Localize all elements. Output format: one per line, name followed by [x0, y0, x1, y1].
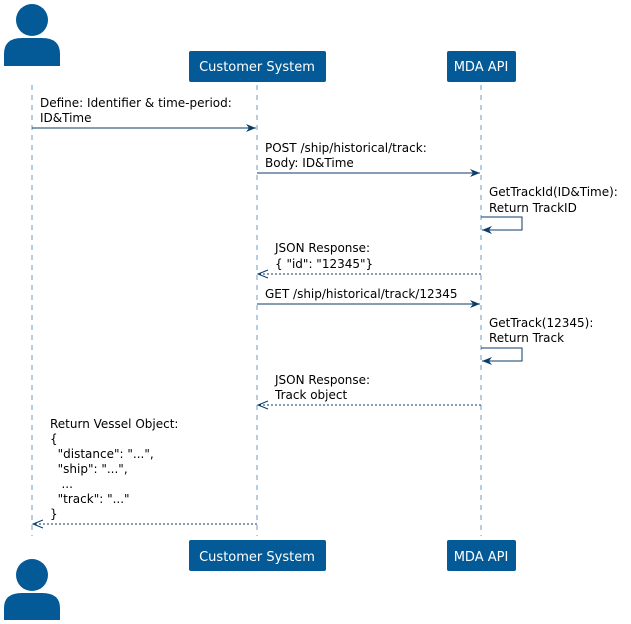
actor-head: [16, 559, 48, 591]
message-line: "ship": "...",: [50, 462, 128, 476]
message-json-response-track: JSON Response: Track object: [256, 373, 481, 410]
message-line: Return Track: [489, 331, 564, 345]
participant-label: MDA API: [454, 60, 509, 75]
self-arrow: [481, 216, 523, 231]
message-get-track-id: GetTrackId(ID&Time): Return TrackID: [481, 185, 622, 234]
arrowhead: [482, 357, 492, 365]
message-line: Track object: [274, 388, 347, 402]
arrowhead: [470, 300, 480, 308]
participant-label: Customer System: [199, 60, 315, 75]
actor-body: [4, 38, 60, 66]
participant-label: MDA API: [454, 550, 509, 565]
participant-customer-top: Customer System: [189, 51, 326, 82]
message-label: JSON Response: { "id": "12345"}: [274, 241, 374, 271]
actor-user-bottom: [4, 559, 60, 620]
message-label: POST /ship/historical/track: Body: ID&Ti…: [265, 141, 431, 170]
participant-mda-bottom: MDA API: [447, 540, 516, 571]
message-post-track: POST /ship/historical/track: Body: ID&Ti…: [257, 141, 480, 177]
arrowhead: [256, 269, 269, 279]
participant-box: [189, 540, 326, 571]
message-line: Return TrackID: [489, 201, 577, 215]
arrowhead: [246, 124, 256, 132]
self-arrow: [481, 347, 523, 362]
message-label: GetTrack(12345): Return Track: [489, 316, 597, 345]
message-label: Return Vessel Object: { "distance": "...…: [50, 417, 205, 521]
message-line: "distance": "...",: [50, 447, 154, 461]
participant-label: Customer System: [199, 550, 315, 565]
message-line: GetTrackId(ID&Time):: [489, 185, 618, 199]
participant-customer-bottom: Customer System: [189, 540, 326, 571]
message-line: Body: ID&Time: [265, 156, 354, 170]
message-json-response-id: JSON Response: { "id": "12345"}: [256, 241, 481, 279]
message-line: JSON Response:: [274, 241, 370, 255]
message-label: Define: Identifier & time-period: ID&Tim…: [40, 96, 236, 125]
message-line: Return Vessel Object:: [50, 417, 178, 431]
message-return-vessel-object: Return Vessel Object: { "distance": "...…: [31, 417, 257, 529]
actor-user-top: [4, 4, 60, 66]
arrowhead: [256, 400, 269, 410]
arrowhead: [470, 169, 480, 177]
participant-box: [189, 51, 326, 82]
message-line: { "id": "12345"}: [275, 257, 373, 271]
message-get-track: GetTrack(12345): Return Track: [481, 316, 597, 365]
message-line: {: [50, 432, 58, 446]
actor-body: [4, 593, 60, 620]
message-line: ...: [50, 477, 73, 491]
message-get-track-12345: GET /ship/historical/track/12345: [257, 287, 480, 308]
message-line: GetTrack(12345):: [489, 316, 593, 330]
message-line: GET /ship/historical/track/12345: [265, 287, 458, 301]
participant-mda-top: MDA API: [447, 51, 516, 82]
message-line: POST /ship/historical/track:: [265, 141, 427, 155]
message-label: JSON Response: Track object: [274, 373, 374, 402]
message-line: "track": "...": [50, 492, 130, 506]
arrowhead: [31, 519, 44, 529]
message-line: }: [50, 507, 58, 521]
message-label: GetTrackId(ID&Time): Return TrackID: [489, 185, 622, 215]
arrowhead: [482, 226, 492, 234]
message-line: ID&Time: [40, 111, 92, 125]
message-line: JSON Response:: [274, 373, 370, 387]
actor-head: [16, 4, 48, 36]
message-label: GET /ship/historical/track/12345: [265, 287, 458, 301]
participant-box: [447, 51, 516, 82]
message-define-identifier: Define: Identifier & time-period: ID&Tim…: [32, 96, 256, 132]
message-line: Define: Identifier & time-period:: [40, 96, 232, 110]
participant-box: [447, 540, 516, 571]
